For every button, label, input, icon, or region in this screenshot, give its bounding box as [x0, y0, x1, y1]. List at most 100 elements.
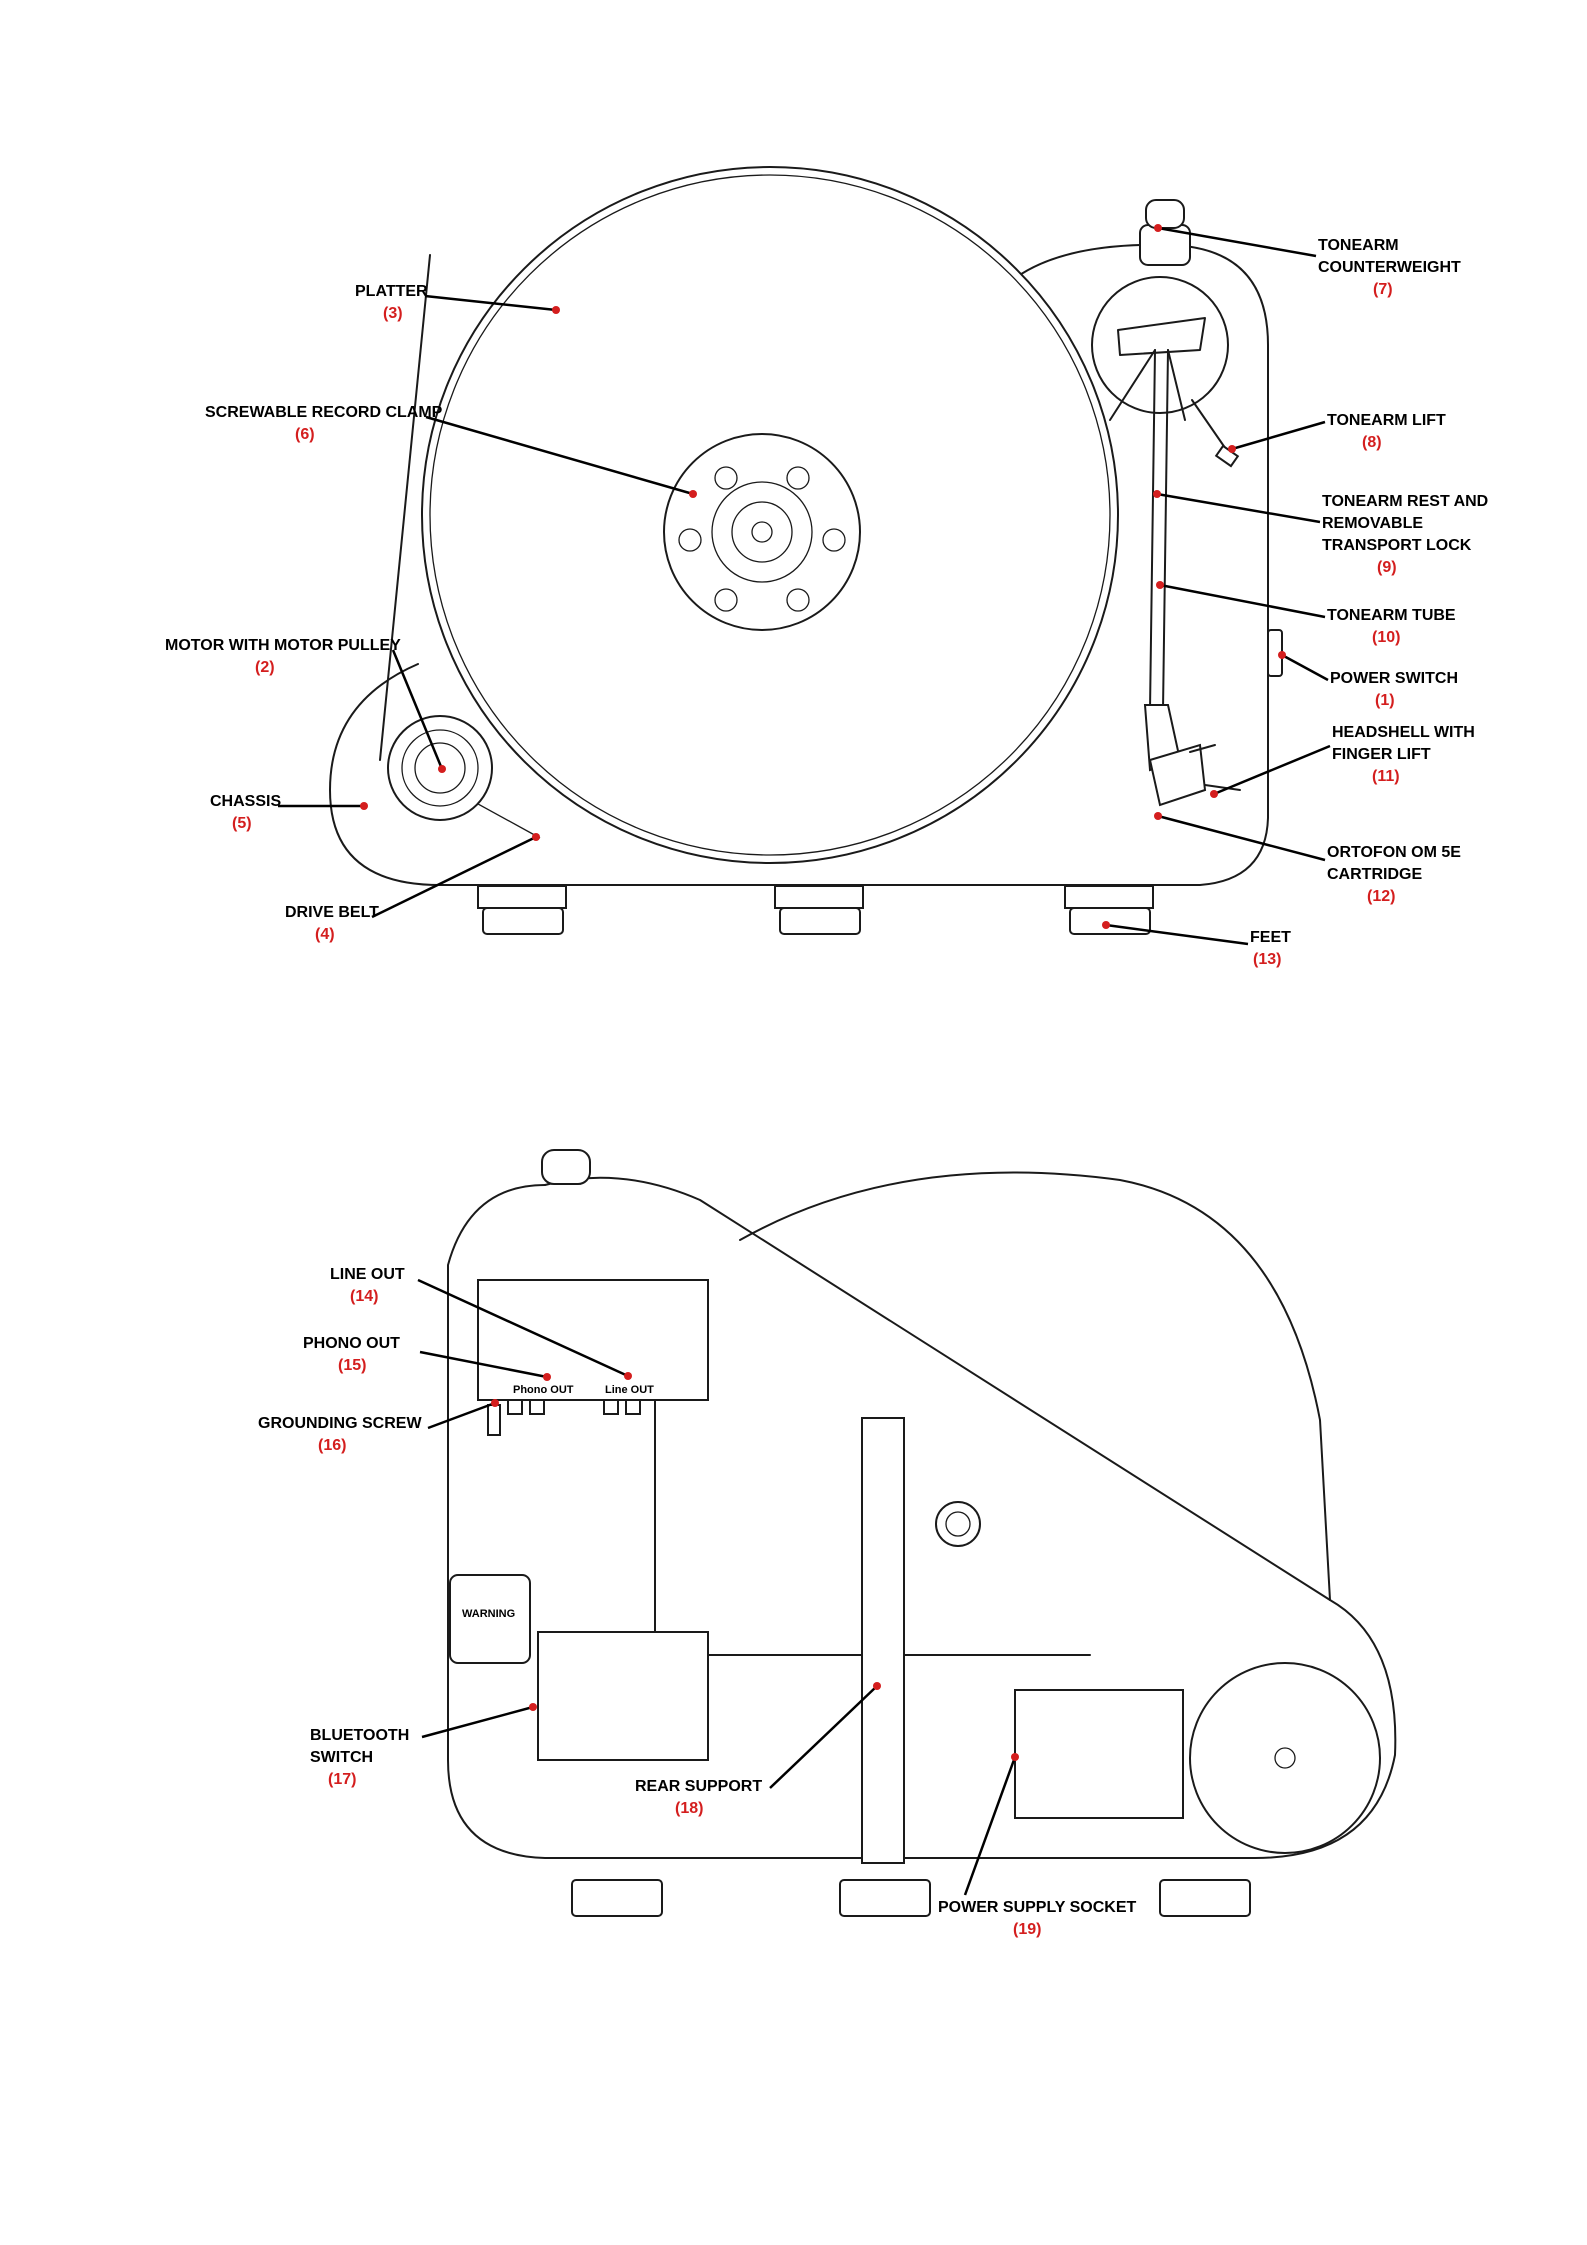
power-supply-box — [1014, 1689, 1184, 1819]
marker-dot-grounding-screw — [491, 1399, 499, 1407]
callout-counterweight: TONEARM COUNTERWEIGHT (7) — [1154, 224, 1461, 298]
callout-chassis: CHASSIS(5) — [210, 793, 368, 832]
callout-number-power-socket: (19) — [1013, 1921, 1041, 1938]
phono-out-panel-label: Phono OUT — [513, 1384, 574, 1396]
callout-number-counterweight: (7) — [1373, 281, 1393, 298]
callout-number-bluetooth-switch: (17) — [328, 1771, 356, 1788]
marker-dot-headshell — [1210, 790, 1218, 798]
callout-label-motor: MOTOR WITH MOTOR PULLEY — [165, 637, 401, 654]
leader-line-rear-support — [769, 1685, 878, 1789]
callout-label-tonearm-rest: TRANSPORT LOCK — [1322, 537, 1472, 554]
callout-tonearm-lift: TONEARM LIFT (8) — [1228, 412, 1446, 453]
rear-chassis-outline — [447, 1184, 1397, 1859]
headshell-shape — [1143, 704, 1241, 807]
callout-tonearm-rest: TONEARM REST AND REMOVABLE TRANSPORT LOCK (… — [1153, 490, 1488, 576]
callout-label-bluetooth-switch: BLUETOOTH — [310, 1727, 409, 1744]
marker-dot-line-out — [624, 1372, 632, 1380]
callout-number-record-clamp: (6) — [295, 426, 315, 443]
leader-line-phono-out — [419, 1350, 548, 1379]
callout-label-record-clamp: SCREWABLE RECORD CLAMP — [205, 404, 443, 421]
callout-label-line-out: LINE OUT — [330, 1266, 405, 1283]
callout-power-switch: POWER SWITCH (1) — [1278, 651, 1458, 709]
callout-tonearm-tube: TONEARM TUBE(10) — [1156, 581, 1456, 646]
callout-label-cartridge: CARTRIDGE — [1327, 866, 1422, 883]
marker-dot-platter — [552, 306, 560, 314]
marker-dot-power-switch — [1278, 651, 1286, 659]
callout-label-headshell: FINGER LIFT — [1332, 746, 1431, 763]
callout-label-platter: PLATTER — [355, 283, 428, 300]
callout-label-chassis: CHASSIS — [210, 793, 281, 810]
callout-label-power-switch: POWER SWITCH — [1330, 670, 1458, 687]
leader-line-power-socket — [963, 1756, 1017, 1896]
leader-line-tonearm-lift — [1231, 420, 1326, 451]
callout-number-motor: (2) — [255, 659, 275, 676]
callout-grounding-screw: GROUNDING SCREW (16) — [258, 1399, 499, 1454]
leader-line-headshell — [1213, 744, 1331, 796]
callout-line-out: LINE OUT(14) — [330, 1266, 632, 1380]
leader-line-line-out — [417, 1278, 629, 1378]
bluetooth-box — [537, 1631, 709, 1761]
callout-number-grounding-screw: (16) — [318, 1437, 346, 1454]
marker-dot-record-clamp — [689, 490, 697, 498]
callout-record-clamp: SCREWABLE RECORD CLAMP (6) — [205, 404, 697, 498]
tonearm-base-shape — [1091, 199, 1240, 468]
marker-dot-tonearm-rest — [1153, 490, 1161, 498]
leader-line-grounding-screw — [427, 1401, 496, 1430]
callout-label-bluetooth-switch: SWITCH — [310, 1749, 373, 1766]
callout-label-grounding-screw: GROUNDING SCREW — [258, 1415, 422, 1432]
feet-shapes — [477, 885, 1154, 935]
leader-line-feet — [1105, 923, 1249, 946]
marker-dot-feet — [1102, 921, 1110, 929]
marker-dot-chassis — [360, 802, 368, 810]
callout-label-tonearm-rest: TONEARM REST AND — [1322, 493, 1488, 510]
callout-label-tonearm-lift: TONEARM LIFT — [1327, 412, 1446, 429]
callout-number-drive-belt: (4) — [315, 926, 335, 943]
callout-number-cartridge: (12) — [1367, 888, 1395, 905]
callout-number-rear-support: (18) — [675, 1800, 703, 1817]
marker-dot-tonearm-lift — [1228, 445, 1236, 453]
marker-dot-motor — [438, 765, 446, 773]
callout-layer: PLATTER (3) SCREWABLE RECORD CLAMP (6) MOTOR… — [165, 224, 1488, 1938]
callout-power-socket: POWER SUPPLY SOCKET (19) — [938, 1753, 1136, 1938]
leader-line-record-clamp — [425, 415, 694, 496]
callout-number-platter: (3) — [383, 305, 403, 322]
tonearm-tube-shape — [1149, 349, 1169, 711]
marker-dot-tonearm-tube — [1156, 581, 1164, 589]
warning-label: WARNING — [462, 1608, 515, 1620]
callout-number-power-switch: (1) — [1375, 692, 1395, 709]
callout-label-cartridge: ORTOFON OM 5E — [1327, 844, 1461, 861]
callout-label-headshell: HEADSHELL WITH — [1332, 724, 1475, 741]
callout-number-feet: (13) — [1253, 951, 1281, 968]
callout-label-drive-belt: DRIVE BELT — [285, 904, 379, 921]
callout-number-phono-out: (15) — [338, 1357, 366, 1374]
record-clamp-shape — [663, 433, 861, 631]
drive-belt-shape — [379, 254, 431, 761]
callout-label-counterweight: TONEARM — [1318, 237, 1399, 254]
callout-label-rear-support: REAR SUPPORT — [635, 1778, 762, 1795]
leader-line-platter — [424, 294, 557, 312]
leader-line-motor — [391, 649, 444, 770]
leader-line-power-switch — [1281, 653, 1329, 682]
line-out-panel-label: Line OUT — [605, 1384, 654, 1396]
callout-bluetooth-switch: BLUETOOTH SWITCH (17) — [310, 1703, 537, 1788]
callout-label-power-socket: POWER SUPPLY SOCKET — [938, 1899, 1136, 1916]
front-view — [329, 166, 1283, 935]
callout-number-tonearm-lift: (8) — [1362, 434, 1382, 451]
callout-feet: FEET(13) — [1102, 921, 1291, 968]
marker-dot-bluetooth-switch — [529, 1703, 537, 1711]
callout-label-counterweight: COUNTERWEIGHT — [1318, 259, 1461, 276]
callout-label-phono-out: PHONO OUT — [303, 1335, 400, 1352]
marker-dot-counterweight — [1154, 224, 1162, 232]
rear-support-shape — [861, 1417, 905, 1864]
rear-view: Phono OUT Line OUT WARNING — [447, 1149, 1397, 1917]
callout-label-tonearm-rest: REMOVABLE — [1322, 515, 1423, 532]
marker-dot-power-socket — [1011, 1753, 1019, 1761]
leader-line-tonearm-tube — [1159, 583, 1326, 619]
rear-motor-housing — [1189, 1662, 1381, 1854]
callout-motor: MOTOR WITH MOTOR PULLEY (2) — [165, 637, 446, 773]
callout-number-tonearm-tube: (10) — [1372, 629, 1400, 646]
leader-line-counterweight — [1157, 226, 1317, 258]
marker-dot-phono-out — [543, 1373, 551, 1381]
callout-number-tonearm-rest: (9) — [1377, 559, 1397, 576]
